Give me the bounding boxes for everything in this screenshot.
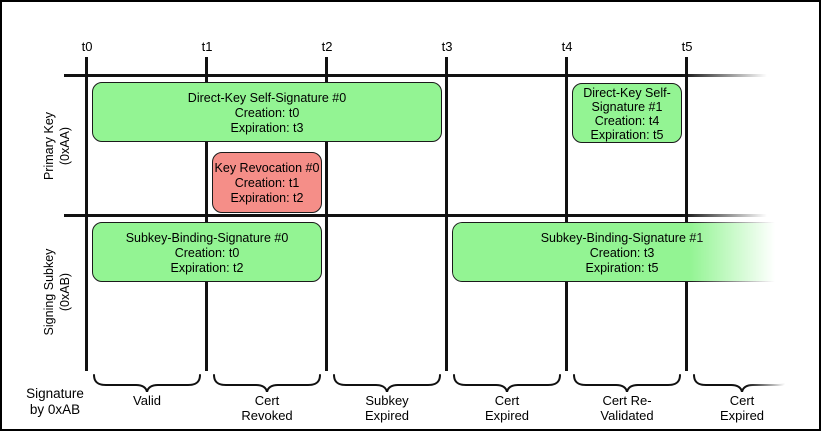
segment-label-valid: Valid xyxy=(133,393,161,408)
segment-label-cert-revalidated: Cert Re- Validated xyxy=(600,393,654,423)
primary-key-row-label-line2: (0xAA) xyxy=(58,126,72,166)
box-creation: Creation: t3 xyxy=(589,246,655,260)
tick-label-t2: t2 xyxy=(321,39,333,54)
signing-subkey-row-label-line2: (0xAB) xyxy=(58,272,72,312)
tick-label-t5: t5 xyxy=(681,39,693,54)
direct-key-self-signature-0-box: Direct-Key Self-Signature #0 Creation: t… xyxy=(92,82,442,142)
tick-label-t3: t3 xyxy=(441,39,453,54)
box-title: Direct-Key Self-Signature #0 xyxy=(187,91,347,105)
brace-cert-revoked xyxy=(213,374,321,392)
box-creation: Creation: t0 xyxy=(174,246,240,260)
brace-valid xyxy=(93,374,201,392)
box-creation: Creation: t1 xyxy=(234,176,300,190)
primary-key-row-label-line1: Primary Key xyxy=(42,111,56,181)
subkey-binding-signature-0-box: Subkey-Binding-Signature #0 Creation: t0… xyxy=(92,222,322,282)
primary-key-timeline-line xyxy=(64,74,774,77)
signing-subkey-row-label: Signing Subkey (0xAB) xyxy=(41,217,77,367)
direct-key-self-signature-1-box: Direct-Key Self- Signature #1 Creation: … xyxy=(572,83,682,143)
segment-label-subkey-expired: Subkey Expired xyxy=(364,393,410,423)
segment-label-cert-expired-2: Cert Expired xyxy=(719,393,765,423)
primary-key-row-label: Primary Key (0xAA) xyxy=(41,76,77,216)
box-expiration: Expiration: t5 xyxy=(590,128,664,142)
brace-subkey-expired xyxy=(333,374,441,392)
segment-label-cert-revoked: Cert Revoked xyxy=(241,393,293,423)
signature-by-0xab-label: Signature by 0xAB xyxy=(26,386,84,417)
box-title: Key Revocation #0 xyxy=(214,161,320,175)
box-expiration: Expiration: t2 xyxy=(170,261,244,275)
tick-label-t1: t1 xyxy=(201,39,213,54)
subkey-binding-signature-1-box: Subkey-Binding-Signature #1 Creation: t3… xyxy=(452,222,792,282)
box-expiration: Expiration: t5 xyxy=(585,261,659,275)
segment-label-cert-expired-1: Cert Expired xyxy=(484,393,530,423)
box-creation: Creation: t4 xyxy=(594,114,660,128)
box-creation: Creation: t0 xyxy=(234,106,300,120)
brace-cert-expired-1 xyxy=(453,374,561,392)
box-title: Subkey-Binding-Signature #0 xyxy=(125,231,289,245)
key-revocation-0-box: Key Revocation #0 Creation: t1 Expiratio… xyxy=(212,152,322,213)
tick-label-t0: t0 xyxy=(81,39,93,54)
tick-label-t4: t4 xyxy=(561,39,573,54)
box-title-line2: Signature #1 xyxy=(591,100,663,114)
brace-cert-revalidated xyxy=(573,374,681,392)
brace-cert-expired-2 xyxy=(693,374,791,392)
box-expiration: Expiration: t2 xyxy=(230,191,304,205)
signing-subkey-timeline-line xyxy=(64,214,774,217)
box-expiration: Expiration: t3 xyxy=(230,121,304,135)
box-title: Subkey-Binding-Signature #1 xyxy=(540,231,704,245)
box-title-line1: Direct-Key Self- xyxy=(583,86,671,100)
signing-subkey-row-label-line1: Signing Subkey xyxy=(42,248,56,336)
